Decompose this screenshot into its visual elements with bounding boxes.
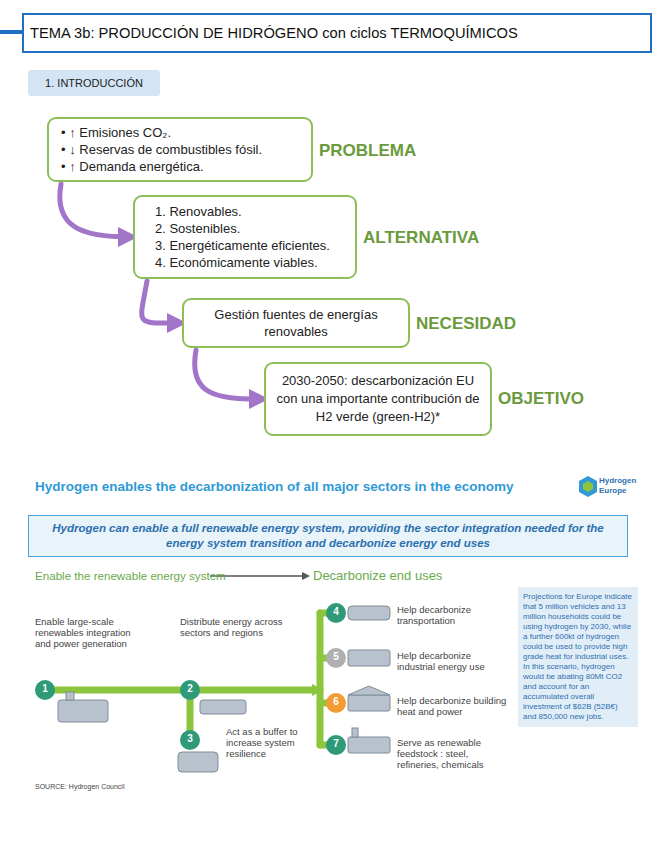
curved-arrow xyxy=(60,184,130,237)
node-text: • ↑ Emisiones CO₂. xyxy=(61,124,299,141)
logo-hexagon xyxy=(579,476,597,497)
step-circle xyxy=(326,693,346,713)
node-text: 1. INTRODUCCIÓN xyxy=(36,77,152,89)
accent-line xyxy=(0,30,22,34)
node-text: • ↓ Reservas de combustibles fósil. xyxy=(61,141,299,158)
node-text: • ↑ Demanda energética. xyxy=(61,158,299,175)
banner-box: Hydrogen can enable a full renewable ene… xyxy=(28,515,628,557)
node-text: 3. Energéticamente eficientes. xyxy=(155,237,343,254)
step-text: Serve as renewable feedstock : steel, re… xyxy=(397,737,509,770)
callout-number: 5 xyxy=(327,651,345,663)
bus-arrow xyxy=(312,684,324,696)
logo-hexagon-inner xyxy=(583,481,593,492)
logo-text: Hydrogen Europe xyxy=(599,476,647,496)
projection-panel: Projections for Europe indicate that 5 m… xyxy=(518,587,638,727)
step-text: Help decarbonize industrial energy use xyxy=(397,650,509,672)
callout-number: 4 xyxy=(327,606,345,618)
step-text: Enable large-scale renewables integratio… xyxy=(35,616,145,649)
stage-heading: NECESIDAD xyxy=(416,315,516,332)
step-text: Help decarbonize transportation xyxy=(397,604,509,626)
curved-arrow xyxy=(142,281,179,323)
step-circle xyxy=(180,730,200,750)
flow-arrow-head xyxy=(302,572,310,580)
step-circle xyxy=(326,648,346,668)
flow-label: Enable the renewable energy system xyxy=(35,568,210,584)
callout-number: 1 xyxy=(36,683,54,695)
objective-box: 2030-2050: descarbonización EU con una i… xyxy=(264,362,492,436)
stage-heading: OBJETIVO xyxy=(498,390,584,408)
node-text: 2030-2050: descarbonización EU con una i… xyxy=(276,372,480,426)
problem-box: • ↑ Emisiones CO₂.• ↓ Reservas de combus… xyxy=(47,117,313,182)
flow-arrow-line xyxy=(210,575,304,577)
step-circle xyxy=(326,603,346,623)
node-text: Hydrogen can enable a full renewable ene… xyxy=(39,521,617,551)
step-circle xyxy=(326,735,346,755)
callout-number: 2 xyxy=(181,683,199,695)
source-note: SOURCE: Hydrogen Council xyxy=(35,783,235,791)
section-pill: 1. INTRODUCCIÓN xyxy=(28,70,160,96)
section-heading: Hydrogen enables the decarbonization of … xyxy=(35,479,570,495)
node-text: 1. Renovables. xyxy=(155,203,343,220)
step-circle xyxy=(180,680,200,700)
node-text: Gestión fuentes de energías renovables xyxy=(194,306,398,340)
stage-heading: ALTERNATIVA xyxy=(363,229,479,246)
page-title: TEMA 3b: PRODUCCIÓN DE HIDRÓGENO con cic… xyxy=(22,13,652,53)
step-text: Help decarbonize building heat and power xyxy=(397,695,509,717)
step-text: Distribute energy across sectors and reg… xyxy=(180,616,298,638)
curved-arrow xyxy=(195,350,261,399)
alternative-box: 1. Renovables.2. Sostenibles.3. Energéti… xyxy=(133,195,357,279)
node-text: 4. Económicamente viables. xyxy=(155,254,343,271)
stage-heading: PROBLEMA xyxy=(319,141,416,158)
callout-number: 3 xyxy=(181,733,199,745)
step-text: Act as a buffer to increase system resil… xyxy=(226,726,314,759)
callout-number: 6 xyxy=(327,696,345,708)
step-circle xyxy=(35,680,55,700)
callout-number: 7 xyxy=(327,738,345,750)
need-box: Gestión fuentes de energías renovablesNE… xyxy=(182,298,410,348)
node-text: Projections for Europe indicate that 5 m… xyxy=(523,592,633,722)
flow-label: Decarbonize end uses xyxy=(313,568,463,584)
node-text: 2. Sostenibles. xyxy=(155,220,343,237)
